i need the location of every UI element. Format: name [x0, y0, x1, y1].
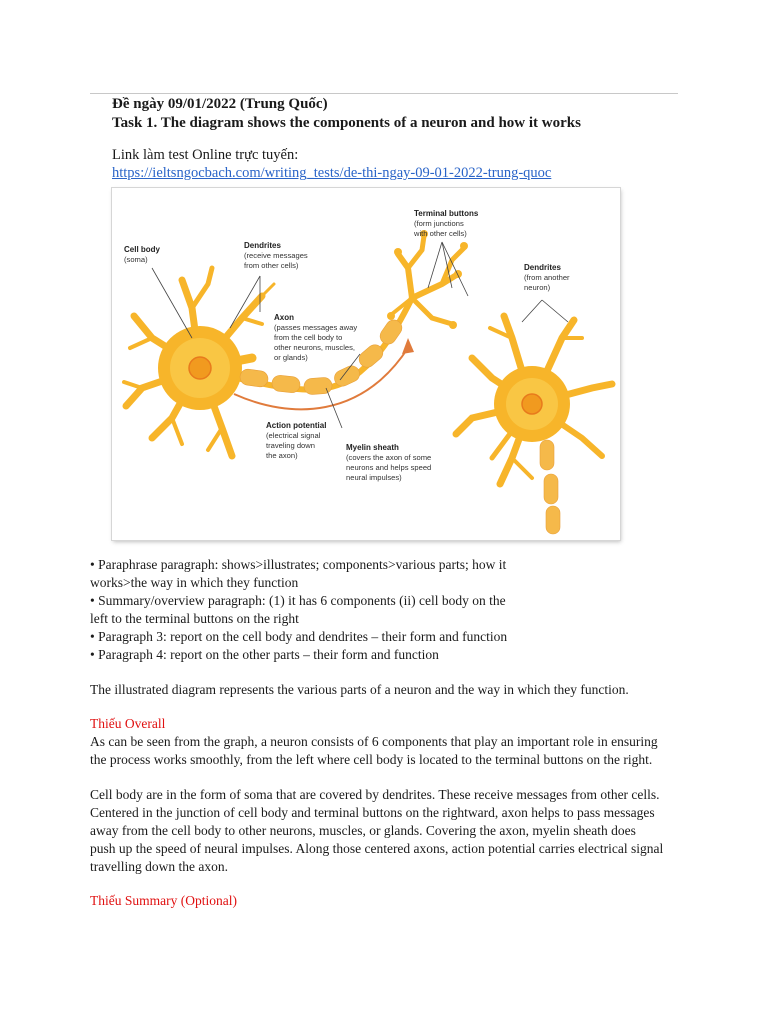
intro-paragraph: The illustrated diagram represents the v…: [90, 681, 629, 699]
arrow-head: [402, 338, 414, 354]
svg-text:traveling down: traveling down: [266, 441, 315, 450]
svg-text:other neurons, muscles,: other neurons, muscles,: [274, 343, 355, 352]
svg-text:(covers the axon of some: (covers the axon of some: [346, 453, 431, 462]
svg-text:(electrical signal: (electrical signal: [266, 431, 321, 440]
svg-text:the axon): the axon): [266, 451, 298, 460]
label-dendrites-right: Dendrites: [524, 263, 561, 272]
svg-text:(soma): (soma): [124, 255, 148, 264]
svg-text:(receive messages: (receive messages: [244, 251, 308, 260]
link-label: Link làm test Online trực tuyến:: [112, 147, 298, 164]
page-title: Đề ngày 09/01/2022 (Trung Quốc): [112, 96, 328, 113]
svg-text:(from another: (from another: [524, 273, 570, 282]
label-myelin-sheath: Myelin sheath: [346, 443, 399, 452]
svg-text:(passes messages away: (passes messages away: [274, 323, 357, 332]
svg-text:from other cells): from other cells): [244, 261, 299, 270]
bullet-line: • Summary/overview paragraph: (1) it has…: [90, 592, 506, 610]
svg-text:neural impulses): neural impulses): [346, 473, 402, 482]
label-terminal-buttons: Terminal buttons: [414, 209, 479, 218]
test-link[interactable]: https://ieltsngocbach.com/writing_tests/…: [112, 165, 551, 182]
svg-text:from the cell body to: from the cell body to: [274, 333, 342, 342]
svg-text:with other cells): with other cells): [413, 229, 467, 238]
overall-line: As can be seen from the graph, a neuron …: [90, 733, 658, 751]
neuron-diagram: Cell body (soma) Dendrites (receive mess…: [112, 188, 620, 540]
svg-text:neuron): neuron): [524, 283, 551, 292]
bullet-line: • Paragraph 3: report on the cell body a…: [90, 628, 507, 646]
body-line: Cell body are in the form of soma that a…: [90, 786, 660, 804]
svg-text:or glands): or glands): [274, 353, 308, 362]
neuron-illustration: Cell body (soma) Dendrites (receive mess…: [112, 188, 620, 540]
bullet-line: • Paraphrase paragraph: shows>illustrate…: [90, 556, 506, 574]
missing-overall-note: Thiếu Overall: [90, 715, 165, 733]
label-action-potential: Action potential: [266, 421, 326, 430]
task-title: Task 1. The diagram shows the components…: [112, 115, 581, 132]
body-line: travelling down the axon.: [90, 858, 228, 876]
overall-line: the process works smoothly, from the lef…: [90, 751, 652, 769]
label-cell-body: Cell body: [124, 245, 161, 254]
body-line: away from the cell body to other neurons…: [90, 822, 636, 840]
label-dendrites-left: Dendrites: [244, 241, 281, 250]
nucleus: [189, 357, 211, 379]
bullet-line: • Paragraph 4: report on the other parts…: [90, 646, 439, 664]
body-line: Centered in the junction of cell body an…: [90, 804, 655, 822]
top-rule: [90, 93, 678, 94]
body-line: push up the speed of neural impulses. Al…: [90, 840, 663, 858]
bullet-line: works>the way in which they function: [90, 574, 298, 592]
label-axon: Axon: [274, 313, 294, 322]
svg-text:neurons and helps speed: neurons and helps speed: [346, 463, 431, 472]
svg-text:(form junctions: (form junctions: [414, 219, 464, 228]
missing-summary-note: Thiếu Summary (Optional): [90, 892, 237, 910]
bullet-line: left to the terminal buttons on the righ…: [90, 610, 299, 628]
